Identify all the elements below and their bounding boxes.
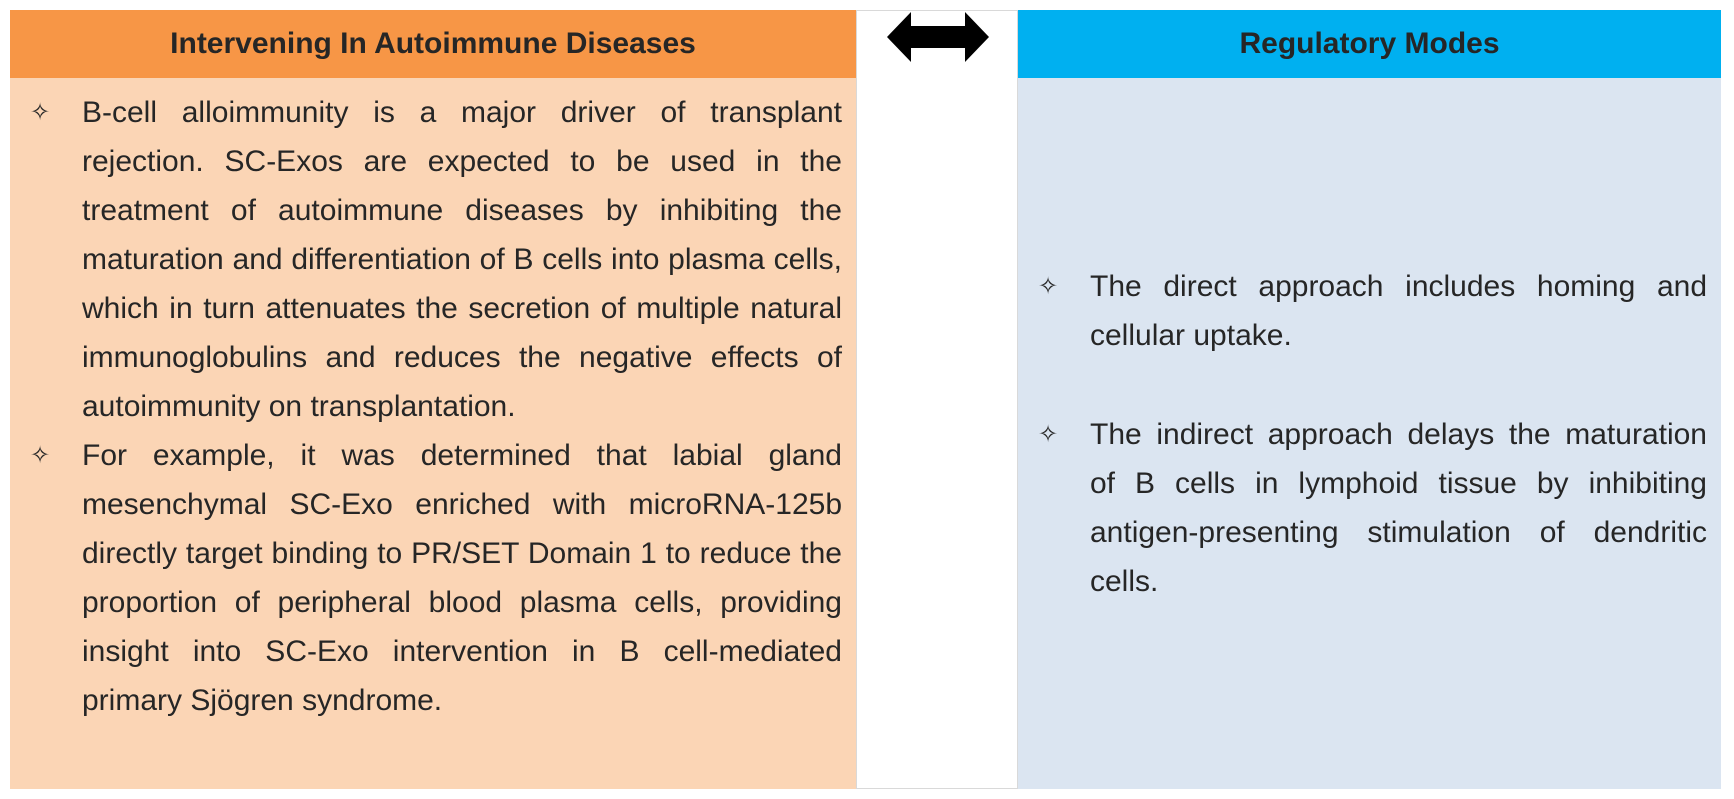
right-panel-body: ✧ The direct approach includes homing an…: [1032, 262, 1707, 606]
right-bullet-item: ✧ The indirect approach delays the matur…: [1032, 410, 1707, 606]
left-panel: Intervening In Autoimmune Diseases ✧ B-c…: [10, 10, 857, 789]
right-bullet-text: The direct approach includes homing and …: [1090, 270, 1707, 352]
left-bullet-text: For example, it was determined that labi…: [82, 439, 842, 717]
left-bullet-item: ✧ For example, it was determined that la…: [24, 431, 842, 725]
right-panel: Regulatory Modes ✧ The direct approach i…: [1017, 10, 1721, 789]
left-bullet-item: ✧ B-cell alloimmunity is a major driver …: [24, 88, 842, 431]
double-headed-arrow-icon: [887, 8, 989, 66]
left-bullet-text: B-cell alloimmunity is a major driver of…: [82, 96, 842, 423]
sparkle-bullet-icon: ✧: [30, 98, 51, 126]
sparkle-bullet-icon: ✧: [1038, 420, 1059, 448]
right-panel-title: Regulatory Modes: [1018, 10, 1721, 78]
sparkle-bullet-icon: ✧: [30, 441, 51, 469]
right-bullet-item: ✧ The direct approach includes homing an…: [1032, 262, 1707, 360]
right-bullet-text: The indirect approach delays the maturat…: [1090, 418, 1707, 598]
sparkle-bullet-icon: ✧: [1038, 272, 1059, 300]
left-panel-title: Intervening In Autoimmune Diseases: [10, 10, 856, 78]
left-panel-body: ✧ B-cell alloimmunity is a major driver …: [24, 88, 842, 725]
